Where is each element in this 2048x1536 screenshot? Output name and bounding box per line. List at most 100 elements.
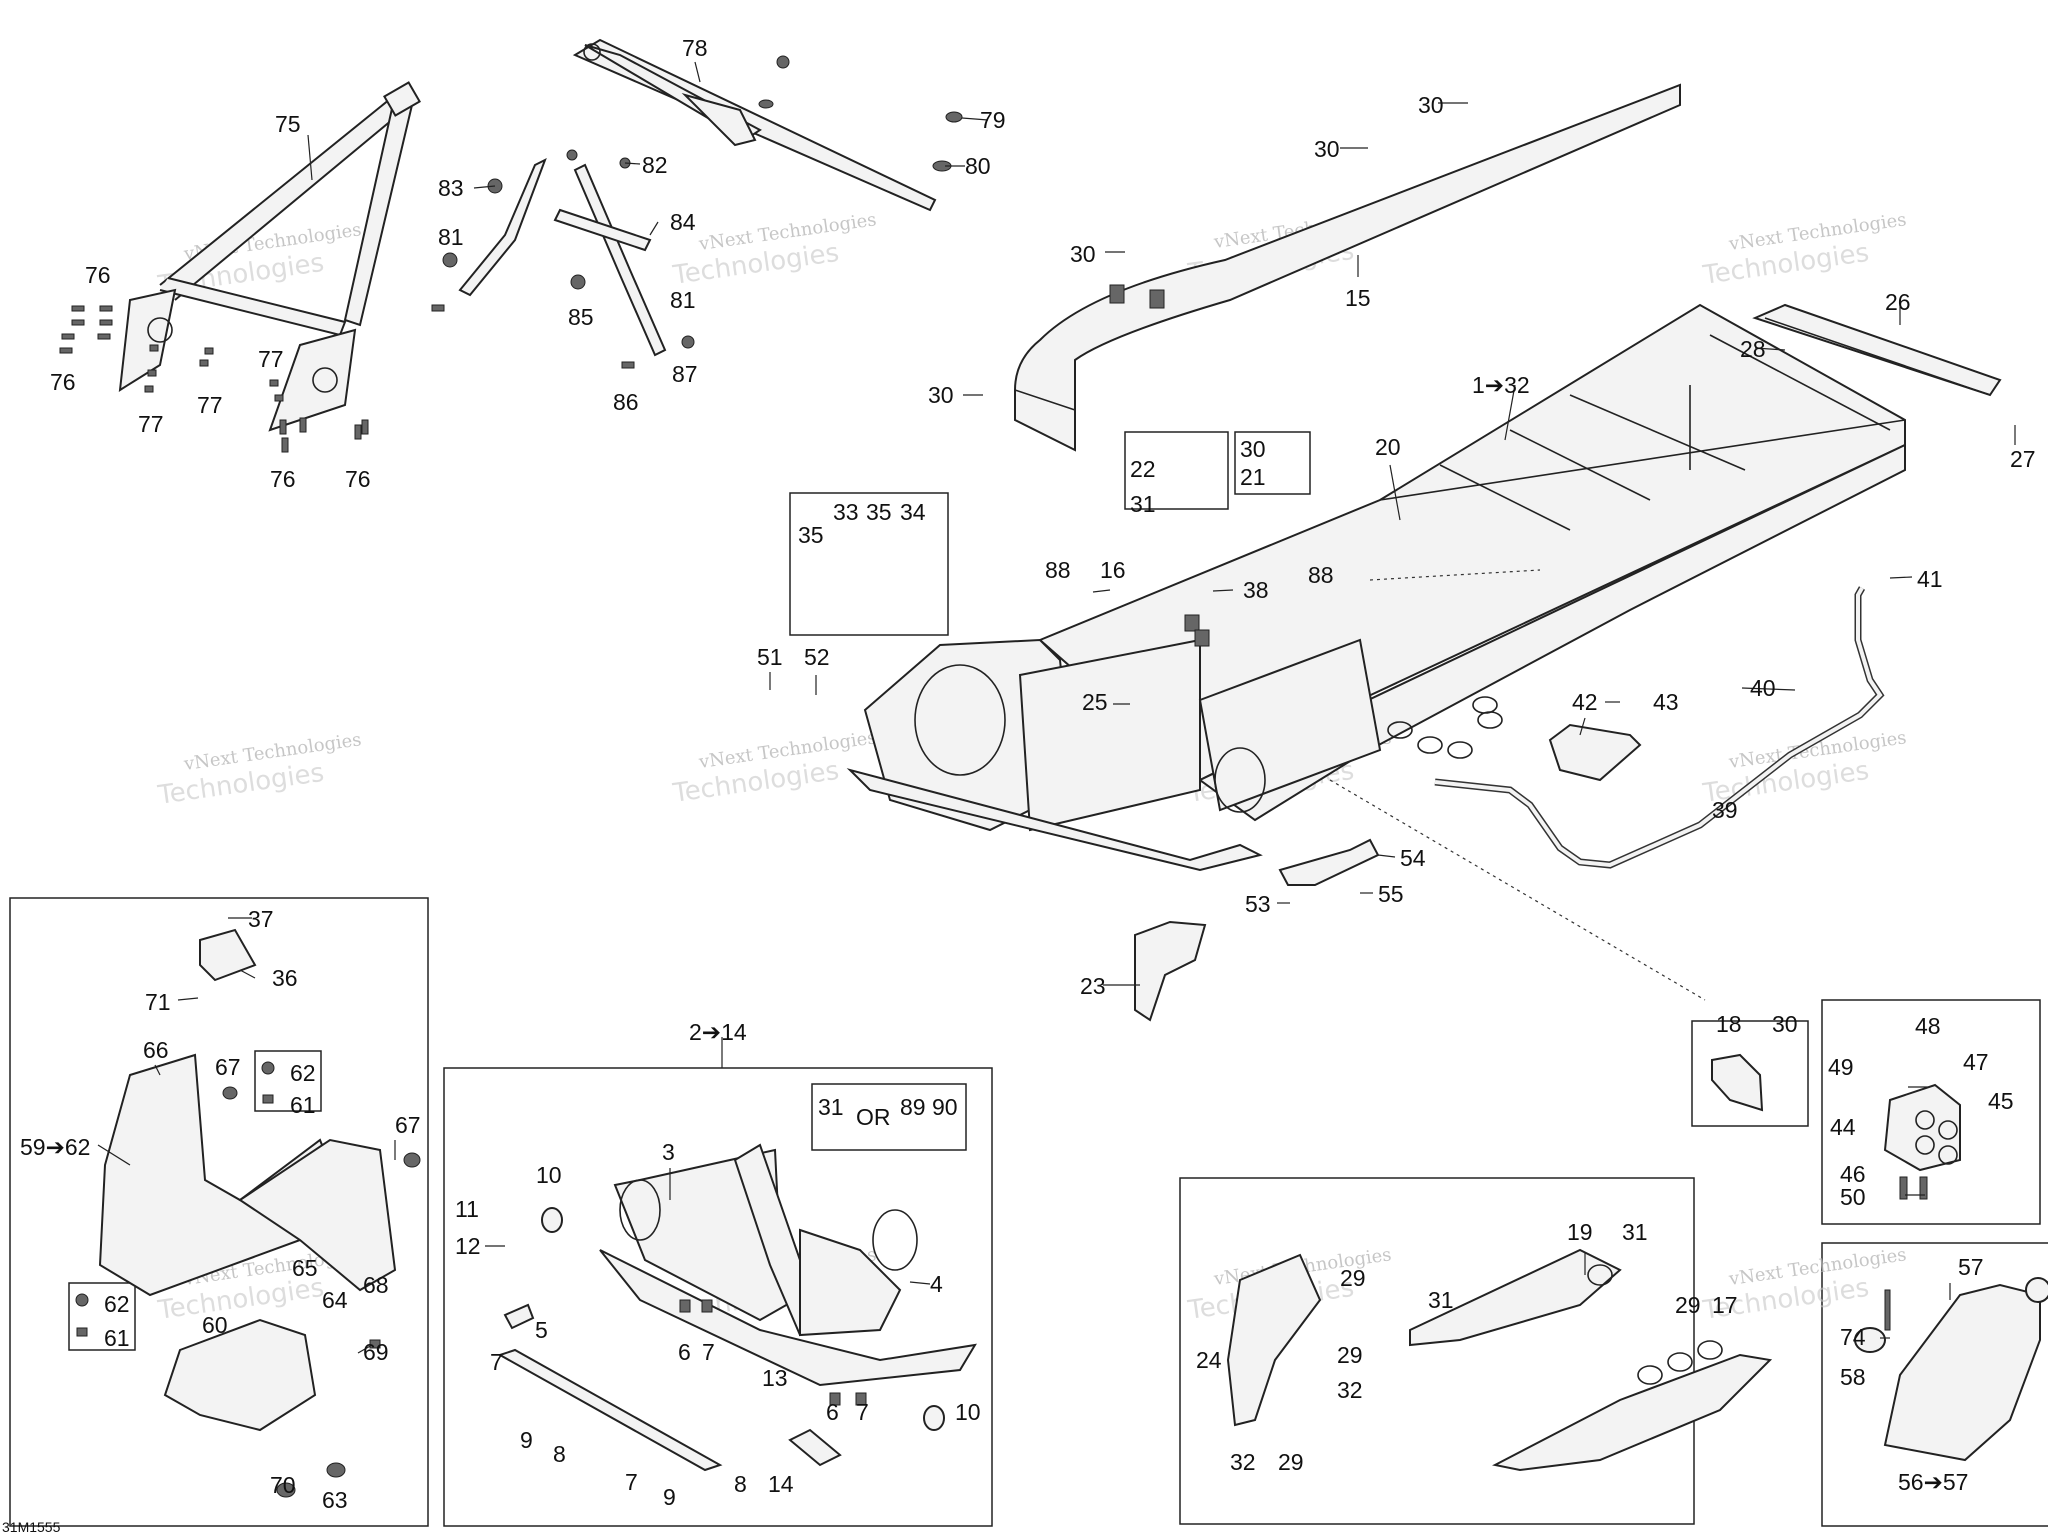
inset-box-62-61-top <box>254 1050 322 1112</box>
label-68: 68 <box>363 1272 389 1298</box>
label-10: 10 <box>955 1399 981 1425</box>
label-90: 90 <box>932 1094 958 1120</box>
label-49: 49 <box>1828 1054 1854 1080</box>
label-67: 67 <box>215 1054 241 1080</box>
label-62: 62 <box>290 1060 316 1086</box>
label-17: 17 <box>1712 1292 1738 1318</box>
label-7: 7 <box>856 1399 869 1425</box>
inset-box-bottom-right <box>1179 1177 1695 1525</box>
label-26: 26 <box>1885 289 1911 315</box>
label-83: 83 <box>438 175 464 201</box>
leader-88 <box>1369 569 1541 581</box>
label-81: 81 <box>670 287 696 313</box>
label-29: 29 <box>1337 1342 1363 1368</box>
label-75: 75 <box>275 111 301 137</box>
label-53: 53 <box>1245 891 1271 917</box>
label-10: 10 <box>536 1162 562 1188</box>
label-31: 31 <box>1622 1219 1648 1245</box>
label-24: 24 <box>1196 1347 1222 1373</box>
label-62: 62 <box>104 1291 130 1317</box>
label-34: 34 <box>900 499 926 525</box>
chassis-tunnel <box>846 303 1906 872</box>
label-76: 76 <box>270 466 296 492</box>
label-13: 13 <box>762 1365 788 1391</box>
label-51: 51 <box>757 644 783 670</box>
label-31: 31 <box>1428 1287 1454 1313</box>
label-77: 77 <box>138 411 164 437</box>
inset-box-hardware <box>811 1083 967 1151</box>
part-44 <box>1883 1083 1961 1200</box>
diagram-code: 31M1555 <box>2 1519 61 1535</box>
label-4: 4 <box>930 1271 943 1297</box>
label-33: 33 <box>833 499 859 525</box>
label-9: 9 <box>520 1427 533 1453</box>
label-30: 30 <box>928 382 954 408</box>
label-39: 39 <box>1712 797 1738 823</box>
label-88: 88 <box>1045 557 1071 583</box>
label-89: 89 <box>900 1094 926 1120</box>
label-21: 21 <box>1240 464 1266 490</box>
label-40: 40 <box>1750 675 1776 701</box>
label-64: 64 <box>322 1287 348 1313</box>
label-42: 42 <box>1572 689 1598 715</box>
rear-rail <box>1752 303 2002 397</box>
label-31: 31 <box>1130 491 1156 517</box>
label-12: 12 <box>455 1233 481 1259</box>
label-69: 69 <box>363 1339 389 1365</box>
label-78: 78 <box>682 35 708 61</box>
label-35: 35 <box>866 499 892 525</box>
label-50: 50 <box>1840 1184 1866 1210</box>
label-85: 85 <box>568 304 594 330</box>
label-77: 77 <box>197 392 223 418</box>
inset-box-44 <box>1821 999 2041 1225</box>
label-55: 55 <box>1378 881 1404 907</box>
svg-text:1➔32: 1➔32 <box>1472 372 1530 398</box>
label-87: 87 <box>672 361 698 387</box>
side-rail-assembly <box>1226 1248 1773 1472</box>
label-59-62: 59➔62 <box>20 1134 90 1160</box>
label-7: 7 <box>490 1349 503 1375</box>
label-58: 58 <box>1840 1364 1866 1390</box>
svg-text:59➔62: 59➔62 <box>20 1134 90 1160</box>
engine-mount-assembly <box>75 928 421 1498</box>
label-30: 30 <box>1314 136 1340 162</box>
label-30: 30 <box>1772 1011 1798 1037</box>
label-52: 52 <box>804 644 830 670</box>
label-15: 15 <box>1345 285 1371 311</box>
label-57: 57 <box>1958 1254 1984 1280</box>
part-56-57 <box>1854 1277 2048 1462</box>
label-20: 20 <box>1375 434 1401 460</box>
label-31: 31 <box>818 1094 844 1120</box>
label-11: 11 <box>455 1196 479 1222</box>
bumper-39 <box>1434 586 1885 869</box>
label-76: 76 <box>50 369 76 395</box>
bracket-23 <box>1134 920 1207 1022</box>
label-86: 86 <box>613 389 639 415</box>
inset-box-left <box>9 897 429 1527</box>
bracket-54 <box>1278 838 1380 886</box>
leader-18 <box>1329 779 1706 1001</box>
label-8: 8 <box>553 1441 566 1467</box>
label-45: 45 <box>1988 1088 2014 1114</box>
inset-box-57 <box>1821 1242 2048 1527</box>
label-36: 36 <box>272 965 298 991</box>
svg-text:56➔57: 56➔57 <box>1898 1469 1968 1495</box>
label-7: 7 <box>625 1469 638 1495</box>
label-8: 8 <box>734 1471 747 1497</box>
label-6: 6 <box>826 1399 839 1425</box>
label-80: 80 <box>965 153 991 179</box>
label-19: 19 <box>1567 1219 1593 1245</box>
leader-lines <box>97 61 2016 1354</box>
label-48: 48 <box>1915 1013 1941 1039</box>
label-41: 41 <box>1917 566 1943 592</box>
a-frame-assembly <box>118 81 421 432</box>
tunnel-cover <box>1014 83 1681 452</box>
front-frame-assembly <box>497 1143 977 1472</box>
label-18: 18 <box>1716 1011 1742 1037</box>
label-44: 44 <box>1830 1114 1856 1140</box>
label-30: 30 <box>1240 436 1266 462</box>
bolts-76-77 <box>59 305 369 453</box>
step-42 <box>1548 723 1642 782</box>
label-16: 16 <box>1100 557 1126 583</box>
inset-box-62-61-bottom <box>68 1282 136 1351</box>
